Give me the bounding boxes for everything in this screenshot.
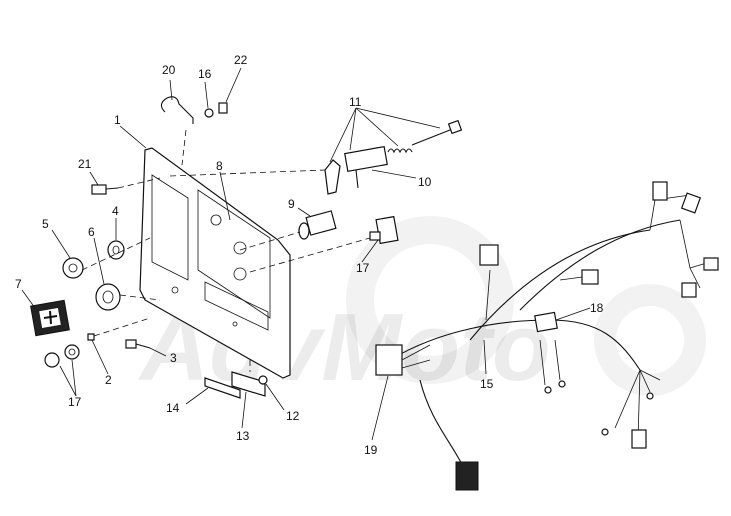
callout-12: 12 (286, 409, 300, 423)
washer-part (204, 108, 214, 118)
screw-part-3 (125, 339, 151, 349)
callout-labels: 1 2 3 4 5 6 7 8 9 10 11 12 13 14 15 16 1… (15, 53, 604, 457)
callout-3: 3 (170, 351, 177, 365)
callout-13: 13 (236, 429, 250, 443)
callout-14: 14 (166, 401, 180, 415)
callout-4: 4 (112, 204, 119, 218)
callout-18: 18 (590, 301, 604, 315)
toggle-part-17 (249, 215, 399, 273)
socket-part-7 (30, 299, 70, 337)
guide-line (119, 294, 161, 301)
callout-17-nut: 17 (68, 395, 82, 409)
guide-line (81, 237, 151, 271)
callout-17-toggle: 17 (356, 261, 370, 275)
nut-part (218, 102, 228, 114)
callout-1: 1 (114, 113, 121, 127)
clip-part-2 (87, 317, 151, 341)
callout-2: 2 (105, 373, 112, 387)
nut-part-5 (62, 257, 84, 279)
collar-part-6 (95, 283, 121, 311)
callout-16: 16 (198, 67, 212, 81)
screw-part-12 (258, 375, 268, 385)
mounting-plate (139, 147, 291, 379)
hook-part (160, 96, 194, 166)
callout-21: 21 (78, 157, 92, 171)
washer-part-4 (107, 240, 125, 260)
wire-harness (375, 181, 719, 491)
plunger-assembly-part-10 (169, 119, 463, 195)
callout-8: 8 (216, 159, 223, 173)
callout-19: 19 (364, 443, 378, 457)
callout-10: 10 (418, 175, 432, 189)
leader-lines (21, 67, 591, 441)
callout-15: 15 (480, 377, 494, 391)
block-part-13 (231, 360, 266, 397)
callout-9: 9 (288, 197, 295, 211)
callout-7: 7 (15, 277, 22, 291)
callout-22: 22 (234, 53, 248, 67)
callout-6: 6 (88, 225, 95, 239)
bolt-part-21 (91, 177, 161, 195)
plate-part-14 (204, 377, 241, 399)
callout-20: 20 (162, 63, 176, 77)
callout-5: 5 (42, 217, 49, 231)
switch-part-9 (239, 210, 337, 251)
nut-part-17 (44, 344, 80, 368)
callout-11: 11 (349, 95, 362, 109)
